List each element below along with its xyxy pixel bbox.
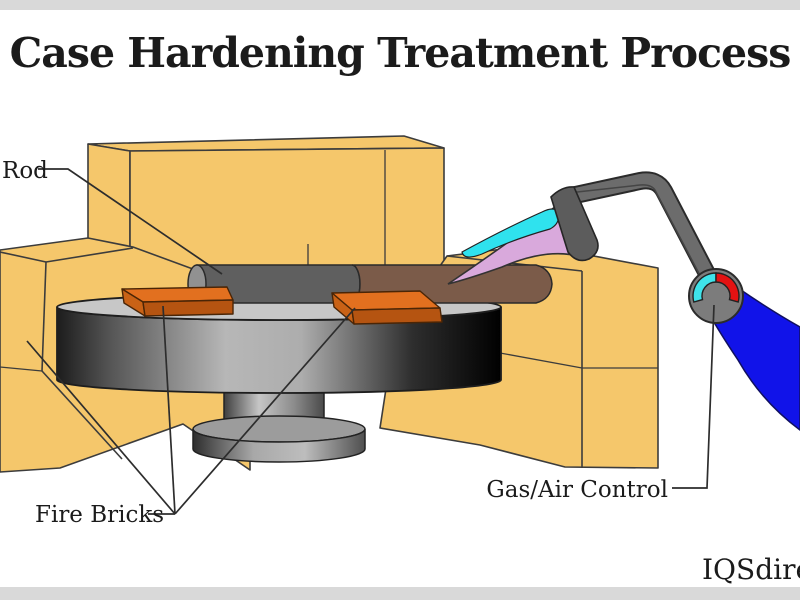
gas-air-control-label: Gas/Air Control (486, 477, 668, 503)
left-wing-corner-edge (41, 261, 47, 372)
left-wing-front-edge (41, 370, 123, 460)
right-wing-joint-line-2 (499, 352, 583, 369)
left-wing-top-edge (0, 251, 47, 263)
fire-bricks-leader-2 (162, 305, 176, 515)
left-wing-top-edge-2 (45, 247, 134, 263)
bottom-frame-strip (0, 587, 800, 600)
left-support-brick-front (142, 299, 234, 317)
gas-air-control-knob (688, 268, 744, 324)
gas-hose (709, 287, 800, 431)
fire-bricks-leader-1 (26, 340, 176, 515)
torch-tube-seam (567, 184, 704, 282)
fire-bricks-label: Fire Bricks (35, 502, 164, 528)
gauge-red-arc (715, 272, 740, 303)
torch-handle (557, 171, 724, 298)
gas-air-leader-line (672, 304, 715, 489)
fire-bricks-leader-3 (174, 307, 356, 515)
leader-lines (26, 168, 715, 515)
support-bricks (121, 286, 443, 325)
right-wing-top-edge (446, 255, 583, 272)
torch-tube (559, 173, 722, 296)
torch-nozzle-bell (550, 186, 599, 262)
turntable-pedestal (192, 384, 366, 463)
rod-leader-line (38, 168, 223, 275)
top-frame-strip (0, 0, 800, 10)
right-support-brick-front (351, 307, 443, 325)
rod-label: Rod (2, 158, 48, 184)
page-title: Case Hardening Treatment Process (10, 29, 791, 77)
watermark-text: IQSdirectory (702, 553, 800, 586)
pedestal-base-side (192, 428, 366, 463)
left-wing-joint-line (0, 366, 43, 372)
